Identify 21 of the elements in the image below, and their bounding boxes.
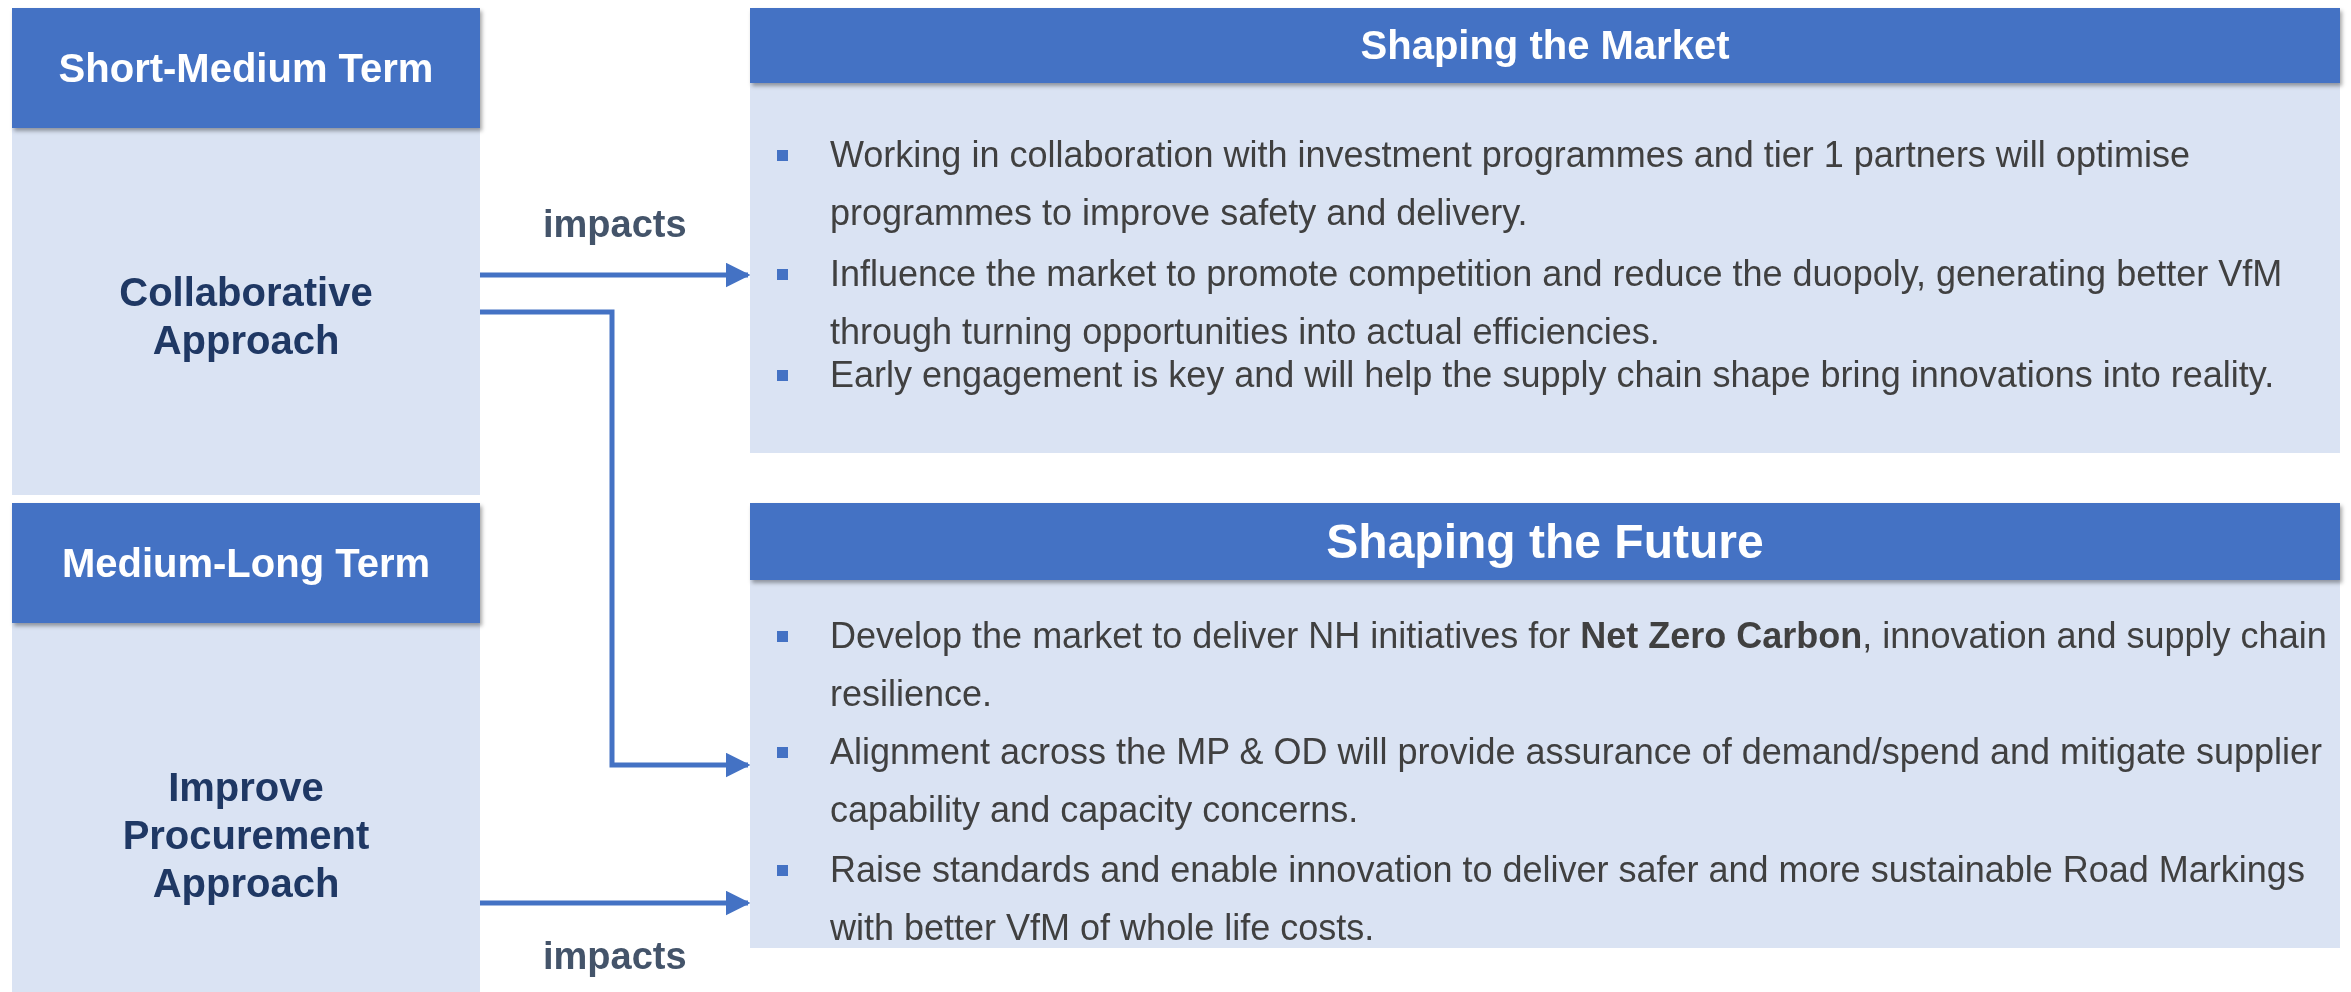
arrow	[480, 890, 751, 916]
bullet-text: Early engagement is key and will help the supply chain shape bring innovations into reality.	[830, 354, 2275, 395]
panel-header: Short-Medium Term	[12, 8, 480, 128]
panel-header: Medium-Long Term	[12, 503, 480, 623]
bullet-text: Working in collaboration with investment programmes and tier 1 partners will optimise programmes to improve safety and delivery.	[830, 134, 2190, 233]
panel	[12, 503, 480, 992]
panel-title: Improve Procurement Approach	[121, 764, 371, 907]
edge-label: impacts	[543, 935, 687, 978]
edge-label: impacts	[543, 203, 687, 246]
panel-title: Collaborative Approach	[118, 269, 374, 364]
bullet-text: Develop the market to deliver NH initiatives for Net Zero Carbon, innovation and supply chain resilience.	[830, 615, 2327, 714]
panel	[750, 503, 2340, 948]
panel-header: Shaping the Future	[750, 503, 2340, 580]
bullet-text: Raise standards and enable innovation to deliver safer and more sustainable Road Markings with better VfM of whole life costs.	[830, 849, 2305, 948]
bullet-text: Alignment across the MP & OD will provide assurance of demand/spend and mitigate supplier capability and capacity concerns.	[830, 731, 2323, 830]
arrow	[480, 262, 751, 288]
arrow	[480, 309, 751, 778]
panel	[750, 8, 2340, 453]
panel	[12, 8, 480, 495]
bullet-text: Influence the market to promote competition and reduce the duopoly, generating better VfM through turning opportunities into actual efficiencies.	[830, 253, 2283, 352]
panel-header: Shaping the Market	[750, 8, 2340, 83]
